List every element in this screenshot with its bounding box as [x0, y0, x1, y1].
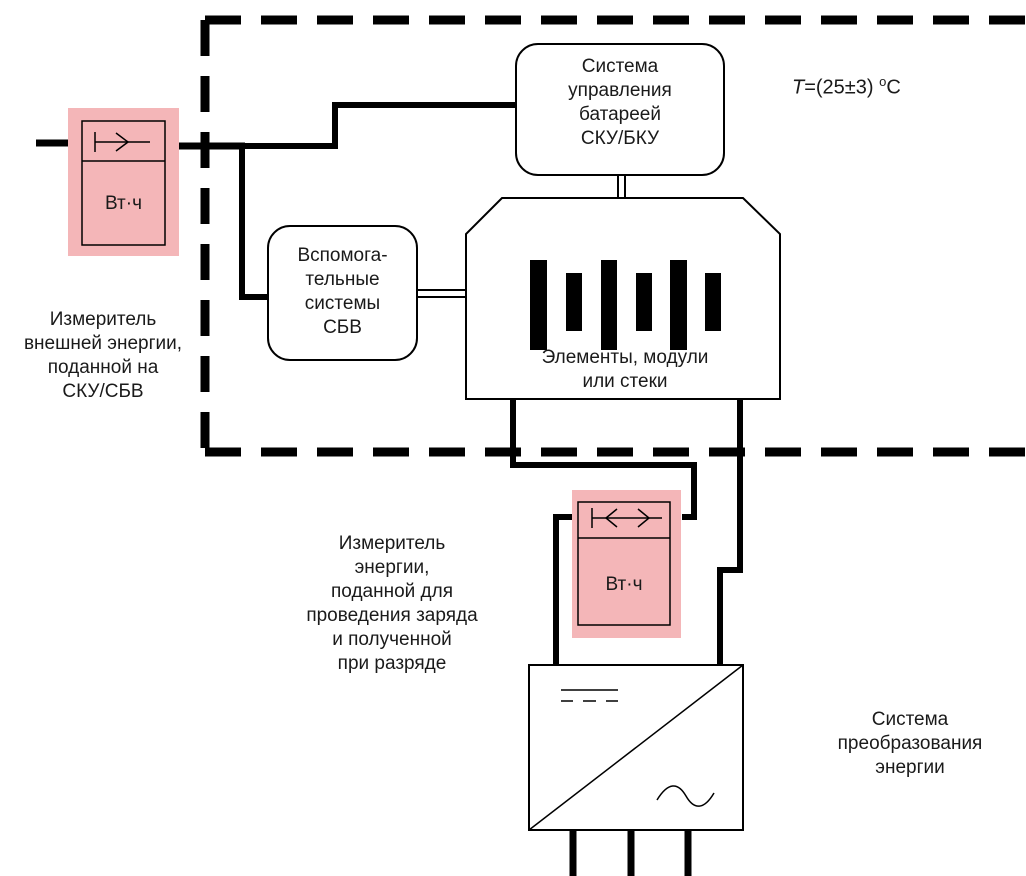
- bms-label-line: Система: [581, 56, 659, 77]
- caption-line: поданной на: [47, 357, 159, 378]
- charge-meter-unit: Вт·ч: [605, 574, 643, 595]
- communication-links: [414, 175, 626, 298]
- ac-symbol-icon: [656, 785, 715, 807]
- cells-label-line: или стеки: [582, 371, 668, 392]
- cells-label: Элементы, модули или стеки: [510, 346, 740, 394]
- bms-label-line: батареей: [579, 104, 661, 125]
- caption-line: при разряде: [337, 653, 447, 674]
- caption-line: энергии: [875, 757, 945, 778]
- charge-meter-caption: Измеритель энергии, поданной для проведе…: [284, 532, 500, 676]
- aux-label-line: тельные: [305, 269, 380, 290]
- bms-label-line: СКУ/БКУ: [580, 128, 660, 149]
- temperature-symbol: T: [792, 76, 805, 99]
- external-meter-unit: Вт·ч: [105, 193, 142, 214]
- caption-line: и полученной: [332, 629, 452, 650]
- charge-discharge-energy-meter: [572, 490, 681, 638]
- caption-line: Система: [871, 709, 949, 730]
- caption-line: поданной для: [331, 581, 453, 602]
- power-conversion-box: [528, 664, 744, 831]
- bidirectional-arrow-icon: [591, 508, 662, 528]
- caption-line: Измеритель: [338, 533, 446, 554]
- caption-line: энергии,: [354, 557, 430, 578]
- temperature-value: =(25±3): [804, 76, 880, 99]
- aux-systems-label: Вспомога- тельные системы СБВ: [268, 244, 417, 340]
- cell-plates: [530, 260, 721, 350]
- caption-line: СКУ/СБВ: [62, 381, 144, 402]
- bms-label: Система управления батареей СКУ/БКУ: [516, 55, 724, 151]
- dc-symbol-icon: [561, 689, 618, 702]
- converter-caption: Система преобразования энергии: [800, 708, 1020, 780]
- aux-label-line: Вспомога-: [297, 245, 388, 266]
- caption-line: Измеритель: [49, 309, 157, 330]
- degree-mark: o: [879, 74, 887, 89]
- temperature-unit: C: [886, 76, 901, 99]
- unidirectional-arrow-icon: [94, 132, 150, 152]
- external-meter-caption: Измеритель внешней энергии, поданной на …: [0, 308, 206, 404]
- temperature-label: T=(25±3) oC: [792, 70, 901, 100]
- bms-label-line: управления: [568, 80, 672, 101]
- aux-systems-box: [267, 225, 418, 361]
- aux-label-line: СБВ: [323, 317, 362, 338]
- caption-line: проведения заряда: [306, 605, 478, 626]
- aux-label-line: системы: [304, 293, 381, 314]
- caption-line: преобразования: [837, 733, 983, 754]
- bms-box: [515, 43, 725, 176]
- cells-label-line: Элементы, модули: [541, 347, 709, 368]
- thermal-chamber-boundary: [200, 15, 1026, 457]
- external-energy-meter: [68, 108, 179, 256]
- caption-line: внешней энергии,: [23, 333, 183, 354]
